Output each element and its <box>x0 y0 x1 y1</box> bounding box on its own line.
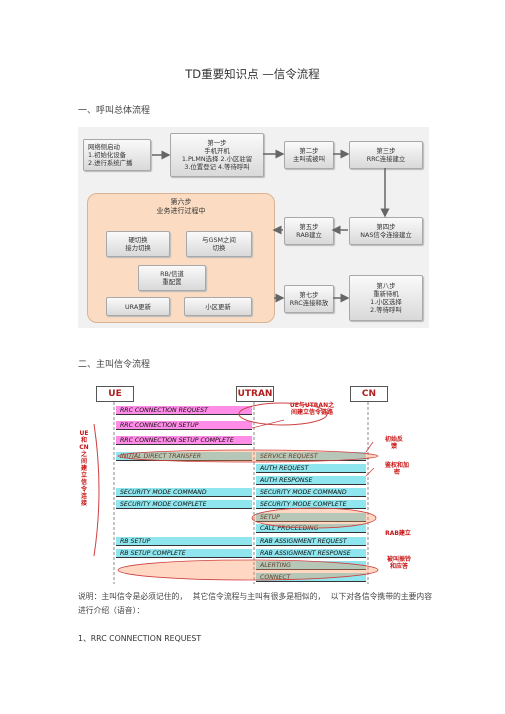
box-step1: 第一步 手机开机 1.PLMN选择 2.小区驻留 3.位置登记 4.等待呼叫 <box>170 133 264 177</box>
mo-signaling-diagram: UE UTRAN CN UE 和 CN 之 间 建 立 信 令 连 接 UE与U… <box>78 380 429 584</box>
note-rab-setup: RAB建立 <box>385 530 411 537</box>
msg-security-mode-command-ue: SECURITY MODE COMMAND <box>116 488 252 497</box>
msg-call-proceeding: CALL PROCEEDING <box>256 524 366 533</box>
explanation-text: 说明：主叫信令是必须记住的， 其它信令流程与主叫有很多是相似的， 以下对各信令携… <box>78 592 433 615</box>
msg-auth-request: AUTH REQUEST <box>256 464 366 473</box>
msg-rrc-connection-request: RRC CONNECTION REQUEST <box>116 406 252 415</box>
box-handover: 硬切换 接力切换 <box>106 231 170 257</box>
box-step2: 第二步 主叫或被叫 <box>284 141 334 169</box>
msg-auth-response: AUTH RESPONSE <box>256 476 366 485</box>
box-step8: 第八步 重新待机 1.小区选择 2.等待呼叫 <box>349 275 423 321</box>
section-heading-overall-flow: 一、呼叫总体流程 <box>78 106 151 116</box>
note-initial-feedback: 初始反 馈 <box>384 436 403 450</box>
msg-rab-assignment-request: RAB ASSIGNMENT REQUEST <box>256 537 366 546</box>
box-gsm-handover: 与GSM之间 切换 <box>186 231 252 257</box>
msg-connect: CONNECT <box>256 573 366 582</box>
msg-rb-setup-complete: RB SETUP COMPLETE <box>116 549 252 558</box>
box-step5: 第五步 RAB建立 <box>284 217 334 245</box>
msg-security-mode-complete-cn: SECURITY MODE COMPLETE <box>256 500 366 509</box>
sequence-annotations <box>93 402 379 581</box>
lifelines <box>113 402 369 584</box>
note-auth-cipher: 鉴权和加 密 <box>384 462 409 476</box>
box-step7: 第七步 RRC连接释放 <box>284 285 334 313</box>
msg-service-request: SERVICE REQUEST <box>256 452 366 461</box>
page-title: TD重要知识点 —信令流程 <box>185 67 320 81</box>
list-item-rrc-connection-request: 1、RRC CONNECTION REQUEST <box>78 634 202 643</box>
section-heading-mo-flow: 二、主叫信令流程 <box>78 360 151 370</box>
call-flow-diagram: 网络侧启动 1.初始化设备 2.进行系统广播 第一步 手机开机 1.PLMN选择… <box>78 127 429 328</box>
box-step3: 第三步 RRC连接建立 <box>349 141 423 169</box>
cn-header: CN <box>350 386 388 402</box>
box-cell-update: 小区更新 <box>184 297 252 316</box>
box-ura-update: URA更新 <box>106 297 170 316</box>
msg-rrc-connection-setup: RRC CONNECTION SETUP <box>116 421 252 430</box>
box-network-init: 网络侧启动 1.初始化设备 2.进行系统广播 <box>83 139 151 171</box>
step6-title: 第六步 业务进行过程中 <box>156 198 206 215</box>
msg-security-mode-complete-ue: SECURITY MODE COMPLETE <box>116 500 252 509</box>
note-signaling-connection: UE 和 CN 之 间 建 立 信 令 连 接 <box>79 430 89 507</box>
msg-rab-assignment-response: RAB ASSIGNMENT RESPONSE <box>256 549 366 558</box>
msg-rb-setup: RB SETUP <box>116 537 252 546</box>
ue-header: UE <box>96 386 134 402</box>
note-alerting: 被叫振铃 和应答 <box>386 556 411 570</box>
msg-alerting: ALERTING <box>256 561 366 570</box>
msg-setup: SETUP <box>256 513 366 522</box>
msg-rrc-connection-setup-complete: RRC CONNECTION SETUP COMPLETE <box>116 436 252 445</box>
msg-security-mode-command-cn: SECURITY MODE COMMAND <box>256 488 366 497</box>
utran-header: UTRAN <box>236 386 274 402</box>
msg-initial-direct-transfer: INITIAL DIRECT TRANSFER <box>116 452 252 461</box>
box-step4: 第四步 NAS信令连接建立 <box>349 217 423 245</box>
box-rb-reconfig: RB/信道 重配置 <box>138 265 206 291</box>
flow-arrows <box>152 149 390 303</box>
